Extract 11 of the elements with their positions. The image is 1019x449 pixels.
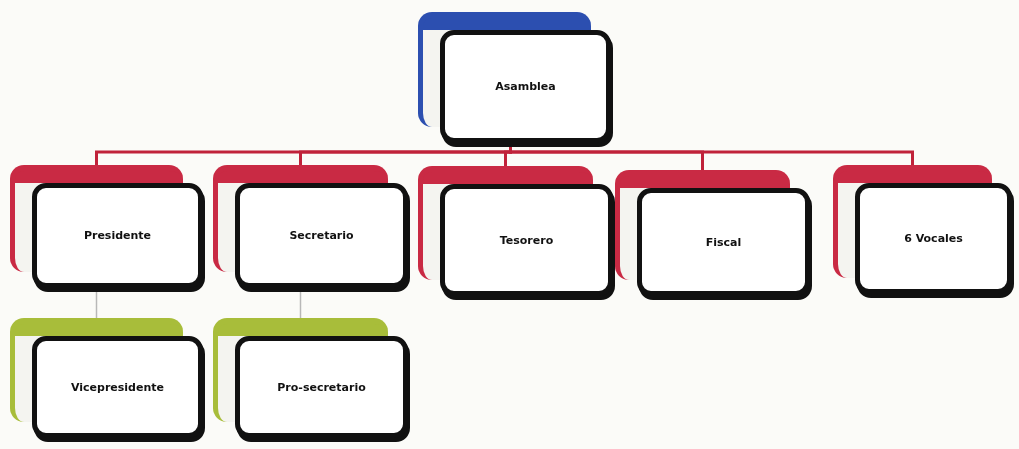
node-label: Presidente (83, 229, 152, 242)
connector-line (95, 291, 98, 319)
node-label: Secretario (289, 229, 354, 242)
node-label: Fiscal (705, 235, 742, 249)
node-label: Tesorero (499, 233, 554, 247)
node-label: Vicepresidente (70, 380, 164, 394)
connector-line (509, 147, 914, 165)
node-label: 6 Vocales (904, 232, 963, 245)
node-label: Pro-secretario (277, 380, 366, 394)
connector-line (299, 291, 302, 319)
node-label: Asamblea (495, 80, 556, 93)
